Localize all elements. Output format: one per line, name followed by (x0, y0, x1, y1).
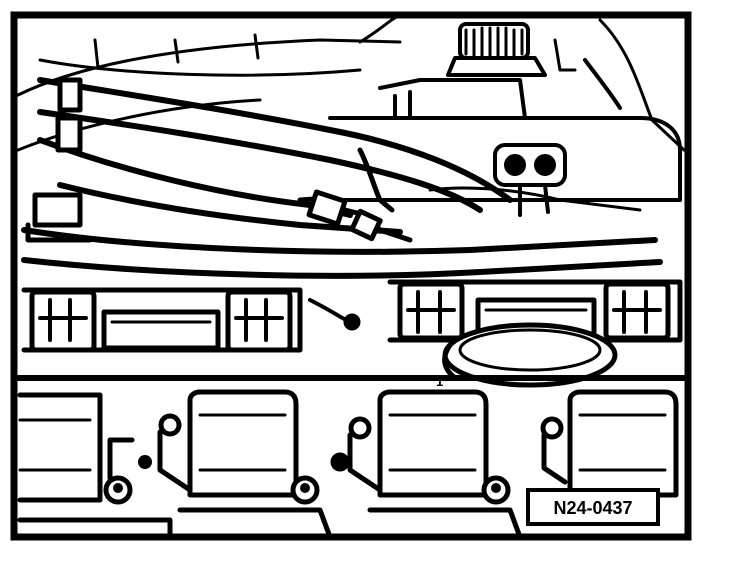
callout-number: 1 (436, 374, 443, 389)
round-cover (442, 322, 618, 388)
ignition-coil-2 (157, 389, 333, 540)
reference-code: N24-0437 (553, 498, 632, 518)
ignition-coil-4 (540, 389, 679, 498)
hose-connector (297, 147, 413, 243)
ignition-coil-3 (330, 389, 523, 540)
reference-label: N24-0437 (526, 488, 660, 526)
valve-cover (328, 78, 682, 217)
ignition-coil-1 (17, 392, 173, 540)
left-bracket (25, 192, 93, 243)
oil-filler-cap (446, 22, 547, 77)
coil-mounting-bolts (113, 455, 501, 493)
injector-row (21, 279, 683, 353)
